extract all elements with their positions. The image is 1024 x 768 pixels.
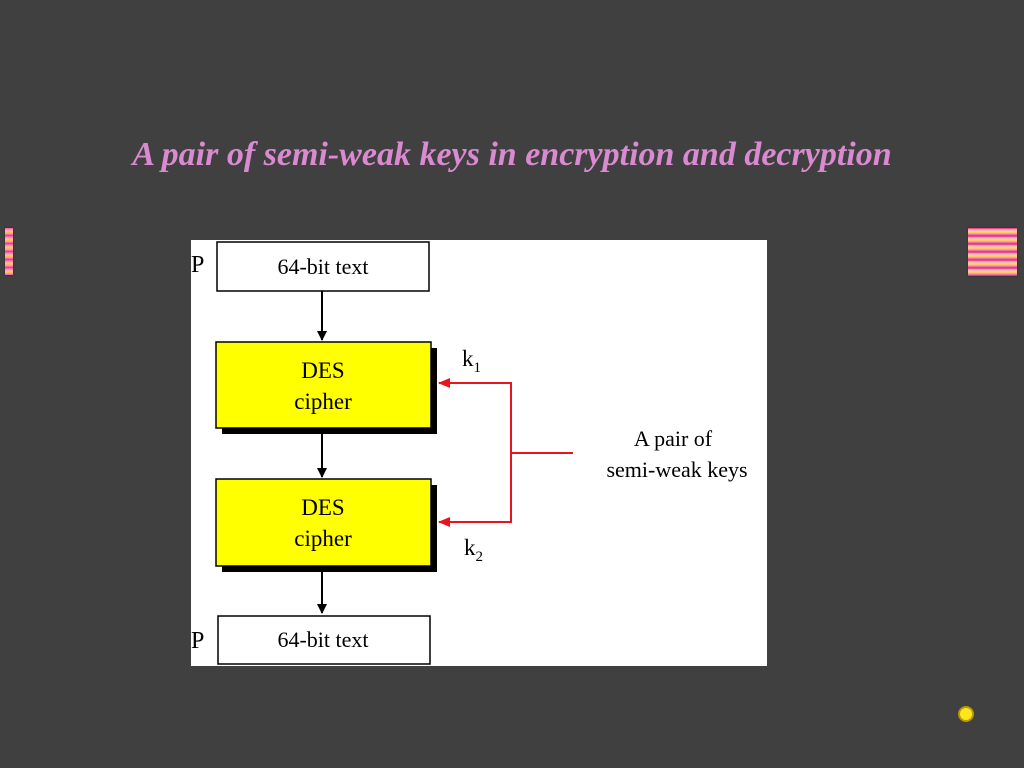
bottom-text-box: 64-bit text — [217, 615, 431, 665]
key2-label: k2 — [464, 535, 483, 565]
slide-nav-button[interactable] — [958, 706, 974, 722]
top-text-box-label: 64-bit text — [277, 254, 368, 279]
keys-annotation-line1: A pair of — [634, 426, 713, 451]
cipher1-subtitle: cipher — [294, 389, 352, 414]
key1-arrow — [438, 378, 573, 454]
bottom-p-label: P — [191, 628, 204, 654]
cipher1-title: DES — [301, 358, 344, 383]
des-cipher-box-1: DES cipher — [215, 341, 437, 434]
keys-annotation-line2: semi-weak keys — [606, 457, 747, 482]
des-cipher-box-2: DES cipher — [215, 478, 437, 572]
semi-weak-key-connector — [438, 378, 573, 527]
top-p-label: P — [191, 252, 204, 278]
cipher2-subtitle: cipher — [294, 526, 352, 551]
cipher2-title: DES — [301, 495, 344, 520]
decorative-stripes-left — [5, 228, 13, 275]
slide-title: A pair of semi-weak keys in encryption a… — [132, 136, 892, 173]
key2-arrow — [438, 453, 512, 527]
decorative-stripes-right — [968, 228, 1017, 276]
top-text-box: 64-bit text — [216, 241, 430, 292]
semi-weak-keys-diagram: P 64-bit text DES cipher DES cipher P — [191, 240, 767, 666]
bottom-text-box-label: 64-bit text — [277, 627, 368, 652]
key1-label: k1 — [462, 346, 481, 376]
